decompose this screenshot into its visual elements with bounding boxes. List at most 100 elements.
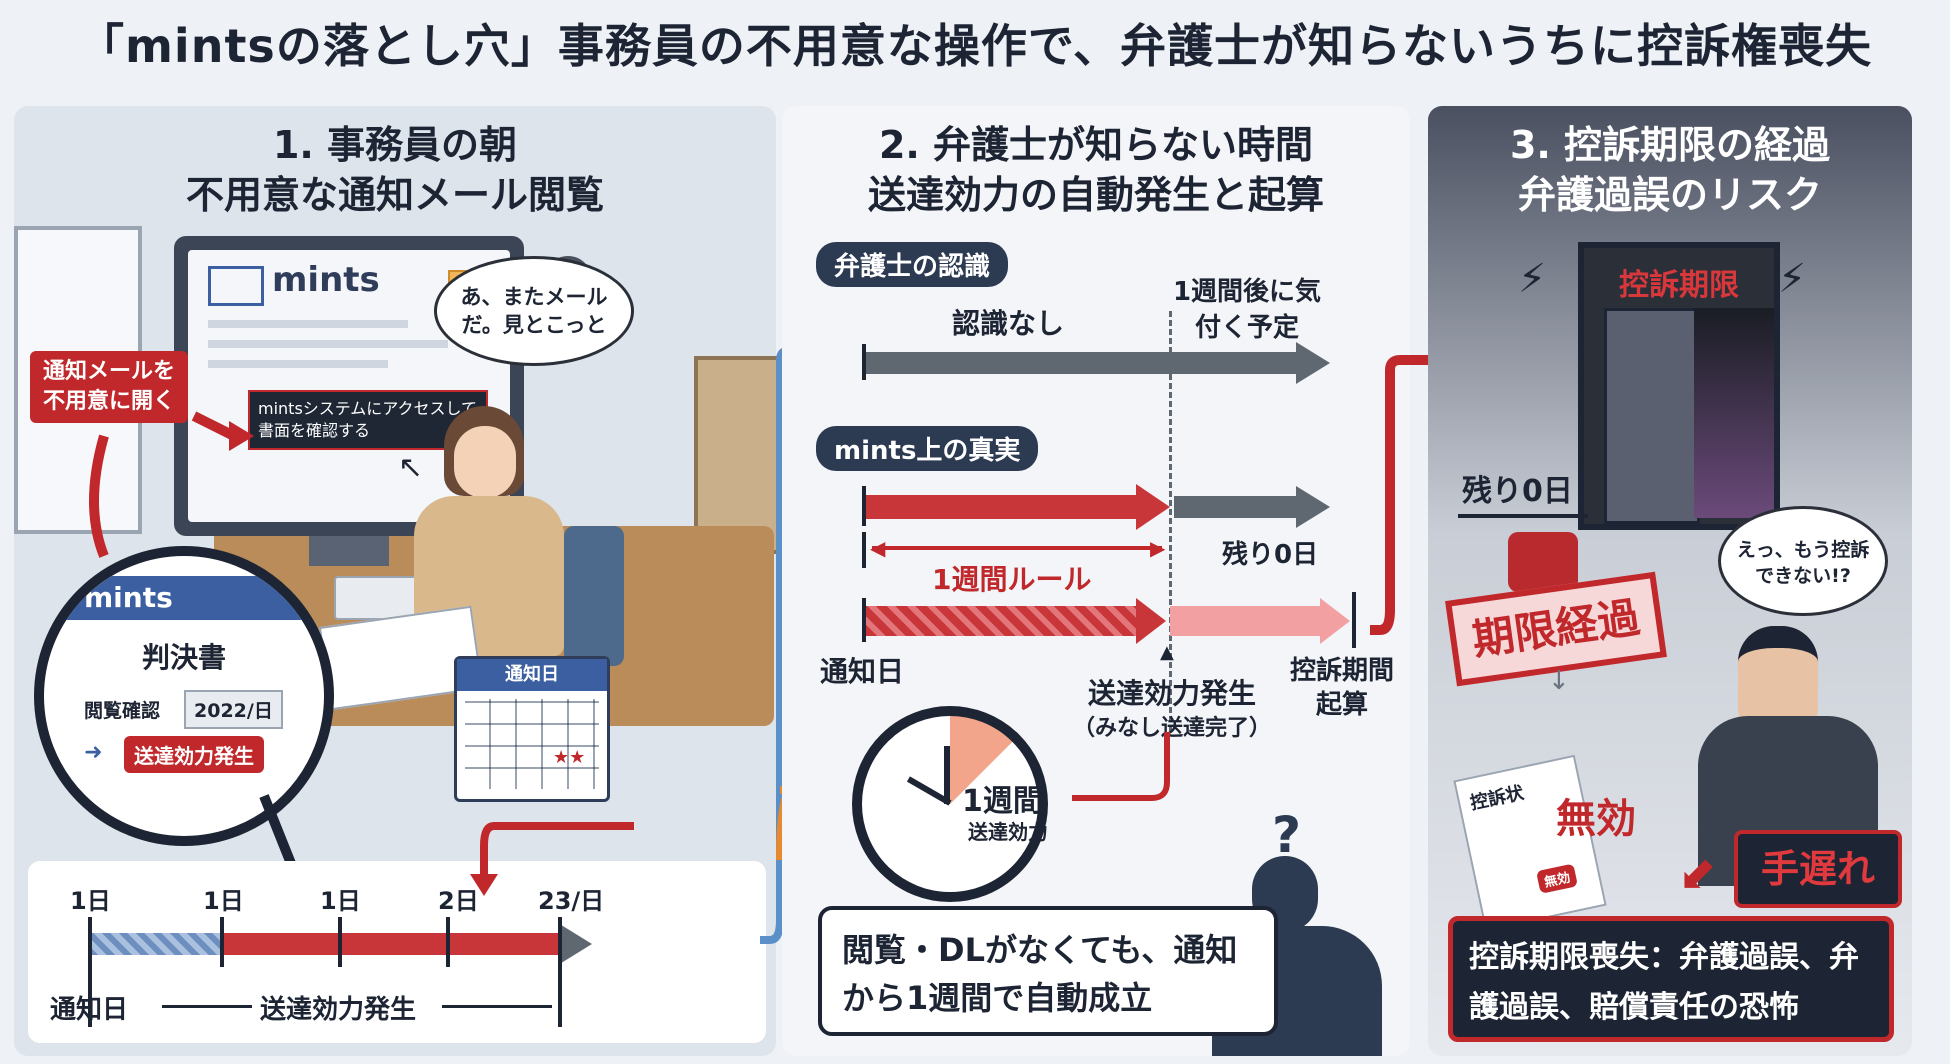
awareness-arrow-head: [1296, 342, 1330, 384]
invalid-label: 無効: [1556, 796, 1636, 842]
lane-start-mark: [862, 598, 866, 642]
timeline-tick-4: 23/日: [538, 887, 605, 915]
too-late-badge: 手遅れ: [1734, 830, 1902, 908]
lawyer-awareness-tag: 弁護士の認識: [816, 242, 1009, 287]
panel1-heading-2: 不用意な通知メール閲覧: [185, 173, 604, 217]
zoom-effect-badge: 送達効力発生: [124, 736, 264, 773]
callout-arrow: [89, 411, 254, 558]
panel1-heading-1: 1. 事務員の朝: [272, 123, 518, 167]
text-line: [208, 360, 388, 368]
truth-gray-bar: [1174, 496, 1298, 518]
timeline-tick-3: 2日: [438, 887, 479, 915]
office-chair: [564, 526, 624, 666]
cursor-icon: ↖: [398, 450, 424, 485]
appeal-doc-title: 控訴状: [1468, 782, 1526, 815]
deadline-door-frame: 控訴期限: [1578, 242, 1780, 530]
text-line: [208, 320, 408, 328]
page-title: 「mintsの落とし穴」事務員の不用意な操作で、弁護士が知らないうちに控訴権喪失: [78, 19, 1872, 73]
shock-icon: ⚡: [1518, 256, 1547, 302]
appeal-period-bar: [1170, 606, 1320, 636]
door-opening: [1694, 308, 1774, 518]
clock-main-label: 1週間: [962, 784, 1043, 819]
lane-start-mark: [862, 486, 866, 526]
down-arrow-icon: ↓: [1548, 666, 1570, 696]
clock-icon: [852, 706, 1048, 902]
stamp-icon: [1508, 532, 1578, 592]
rule-right-arrow: ▶: [1150, 536, 1166, 560]
truth-red-bar: [866, 495, 1136, 519]
rule-left-arrow: ◀: [870, 536, 886, 560]
timeline-mark: [558, 917, 562, 1027]
timeline-connector: [162, 1005, 252, 1008]
lane-start-mark: [862, 532, 866, 568]
callout-open-mail: 通知メールを不用意に開く: [30, 351, 188, 423]
panel3-heading-1: 3. 控訴期限の経過: [1509, 123, 1831, 167]
panel3-heading-2: 弁護過誤のリスク: [1517, 173, 1822, 217]
one-week-divider: [1169, 311, 1172, 731]
screen-brand: mints: [272, 260, 380, 300]
calendar-title: 通知日: [457, 659, 607, 691]
timeline-tick-0: 1日: [70, 887, 111, 915]
clock-hand: [944, 746, 950, 804]
panel-deadline-passed: 3. 控訴期限の経過 弁護過誤のリスク 控訴期限 ⚡ ⚡ 残り0日 期限経過 え…: [1428, 106, 1912, 1056]
timeline-tick-1: 1日: [203, 887, 244, 915]
timeline-red-segment: [222, 933, 558, 955]
effect-striped-head: [1136, 598, 1166, 644]
door-sign: 控訴期限: [1619, 268, 1739, 303]
awareness-arrow-bar: [866, 352, 1296, 374]
timeline-connector: [442, 1005, 552, 1008]
magnifier-zoom: mints 判決書 閲覧確認 2022/日 ➜ 送達効力発生: [34, 546, 334, 846]
timeline-mark: [338, 917, 342, 967]
appeal-start-mark: [1352, 592, 1356, 648]
zoom-view-value: 2022/日: [184, 690, 283, 729]
calendar-grid: [465, 699, 599, 789]
deemed-service-label: （みなし送達完了）: [1072, 716, 1271, 741]
zoom-brand: mints: [44, 576, 324, 620]
down-left-arrow-icon: ⬋: [1678, 846, 1717, 900]
panel-office-morning: 1. 事務員の朝 不用意な通知メール閲覧 mints mintsシステムにアクセ…: [14, 106, 782, 1056]
shock-icon: ⚡: [1778, 256, 1807, 302]
zoom-view-label: 閲覧確認: [84, 700, 161, 722]
invalid-small-stamp: 無効: [1536, 863, 1578, 894]
clerk-speech-bubble: あ、またメールだ。見とこっと: [434, 256, 634, 366]
clerk-face: [454, 426, 516, 498]
door-days-left: 残り0日: [1462, 474, 1573, 509]
service-effect-label: 送達効力発生: [1087, 677, 1256, 710]
mints-truth-tag: mints上の真実: [816, 426, 1039, 471]
timeline-red-return-arrow: [470, 822, 634, 896]
monitor-stand: [309, 536, 389, 566]
door-panel: [1604, 308, 1700, 524]
desk-calendar: 通知日 ★★: [454, 656, 610, 802]
timeline-arrow-head: [558, 923, 592, 965]
notice-plan-label: 1週間後に気付く予定: [1172, 277, 1322, 343]
risk-summary-box: 控訴期限喪失：弁護過誤、弁護過誤、賠償責任の恐怖: [1448, 916, 1894, 1042]
timeline-mark: [220, 917, 224, 967]
panel2-heading-1: 2. 弁護士が知らない時間: [878, 123, 1314, 167]
effect-striped-bar: [866, 606, 1136, 636]
zoom-doc-title: 判決書: [141, 641, 226, 674]
triangle-marker-icon: ▲: [1160, 642, 1174, 663]
text-line: [208, 340, 448, 348]
panel-lawyer-unaware: 2. 弁護士が知らない時間 送達効力の自動発生と起算 弁護士の認識 認識なし 1…: [782, 106, 1410, 1056]
panel2-heading-2: 送達効力の自動発生と起算: [867, 173, 1324, 217]
timeline-start-label: 通知日: [50, 995, 129, 1025]
no-awareness-label: 認識なし: [952, 307, 1065, 340]
truth-days-left: 残り0日: [1222, 540, 1319, 570]
truth-red-head: [1136, 484, 1170, 530]
timeline-mark: [446, 917, 450, 967]
rule-bracket-line: [872, 546, 1162, 550]
star-icon: ★★: [553, 747, 586, 768]
screen-access-button[interactable]: mintsシステムにアクセスして書面を確認する: [248, 390, 488, 450]
lane-start-mark: [862, 344, 866, 380]
timeline-tick-2: 1日: [320, 887, 361, 915]
timeline-end-label: 送達効力発生: [260, 995, 417, 1025]
lawyer-speech-bubble: えっ、もう控訴できない!?: [1718, 506, 1888, 616]
timeline-mark: [88, 917, 92, 1027]
arrow-right-icon: ➜: [84, 740, 103, 765]
timeline-blue-segment: [90, 933, 222, 955]
clock-sub-label: 送達効力: [968, 820, 1048, 844]
appeal-period-head: [1320, 598, 1350, 644]
one-week-rule-label: 1週間ルール: [932, 563, 1092, 596]
auto-service-note: 閲覧・DLがなくても、通知から1週間で自動成立: [818, 906, 1278, 1036]
clock-red-link: [1072, 732, 1170, 801]
